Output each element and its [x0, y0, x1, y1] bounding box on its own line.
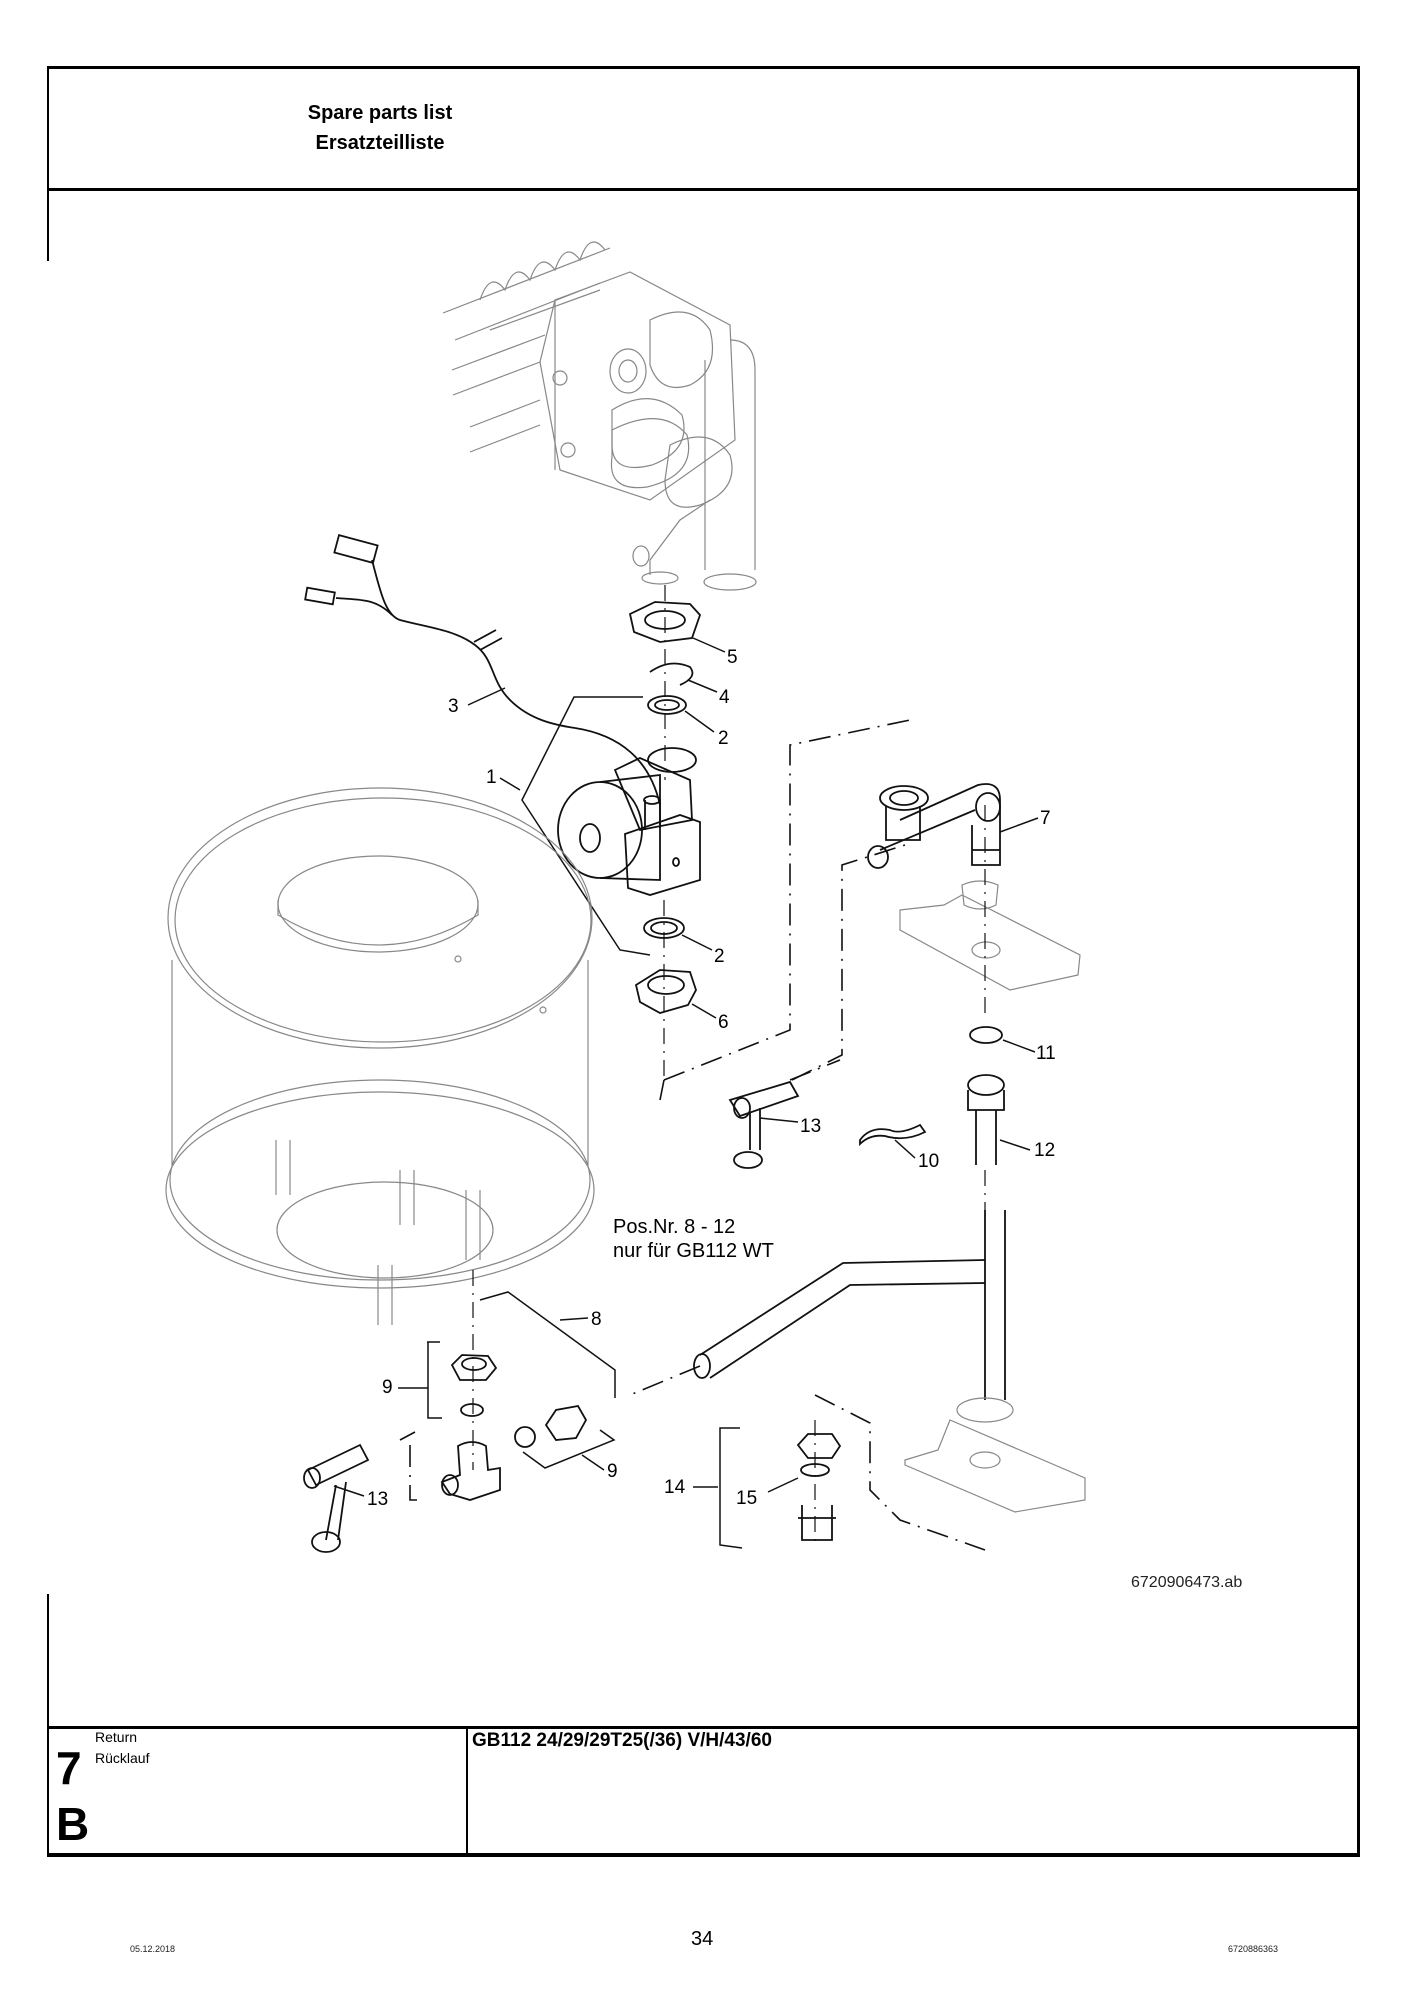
- section-label-english: Return: [95, 1729, 138, 1745]
- section-label-german: Rücklauf: [95, 1750, 150, 1766]
- assembly-outline-bottom: [789, 1059, 841, 1081]
- heat-exchanger-illustration: [442, 241, 757, 591]
- callout-9-left: 9: [382, 1377, 393, 1398]
- frame-right-border: [1357, 66, 1360, 1857]
- storage-tank-illustration: [165, 787, 595, 1325]
- header-title: Spare parts list Ersatzteilliste: [200, 98, 560, 158]
- callout-14: 14: [664, 1477, 686, 1498]
- callout-10: 10: [918, 1151, 940, 1172]
- callout-13-right: 13: [800, 1116, 822, 1137]
- callout-13-left: 13: [367, 1489, 389, 1510]
- header-divider: [47, 188, 1360, 191]
- connecting-pipe-illustration: [629, 1210, 1006, 1400]
- figure-id: 6720906473.ab: [1131, 1574, 1243, 1591]
- callout-2-top: 2: [718, 728, 729, 749]
- fitting-set-illustration: [719, 1394, 1086, 1551]
- assembly-outline-right: [659, 844, 906, 1101]
- callout-leaders: [333, 637, 1039, 1497]
- top-fittings-illustration: [628, 585, 702, 780]
- callout-4: 4: [719, 687, 730, 708]
- callout-11: 11: [1036, 1043, 1056, 1064]
- title-german: Ersatzteilliste: [315, 132, 445, 154]
- frame-bottom-border: [47, 1853, 1360, 1857]
- callout-12: 12: [1034, 1140, 1056, 1161]
- callout-9-right: 9: [607, 1461, 618, 1482]
- footer-divider: [47, 1726, 1360, 1729]
- section-letter: B: [56, 1798, 90, 1850]
- section-number: 7: [56, 1742, 82, 1794]
- frame-left-border-top: [47, 66, 49, 261]
- note-line-2: nur für GB112 WT: [613, 1240, 774, 1262]
- model-designation: GB112 24/29/29T25(/36) V/H/43/60: [472, 1730, 772, 1751]
- frame-left-border-bottom: [47, 1594, 49, 1857]
- page-number: 34: [691, 1928, 714, 1950]
- callout-8: 8: [591, 1309, 602, 1330]
- print-date: 05.12.2018: [130, 1944, 176, 1954]
- callout-5: 5: [727, 647, 738, 668]
- elbow-pipe-illustration: [867, 783, 1081, 1020]
- connection-set-illustration: [427, 1270, 616, 1501]
- footer-column-divider: [466, 1726, 468, 1856]
- title-english: Spare parts list: [307, 102, 453, 124]
- drain-cock-right-illustration: [728, 1080, 800, 1169]
- callout-6: 6: [718, 1012, 729, 1033]
- note-line-1: Pos.Nr. 8 - 12: [613, 1216, 736, 1238]
- callout-1-bracket: [521, 696, 651, 956]
- callout-3: 3: [448, 696, 459, 717]
- frame-top-border: [47, 66, 1360, 69]
- callout-7: 7: [1040, 808, 1051, 829]
- drain-cock-left-illustration: [303, 1431, 420, 1553]
- callout-1: 1: [486, 767, 497, 788]
- bottom-fittings-illustration: [634, 900, 697, 1080]
- document-number: 6720886363: [1228, 1944, 1279, 1954]
- assembly-outline-left: [663, 719, 911, 1081]
- applicability-note: Pos.Nr. 8 - 12 nur für GB112 WT: [613, 1215, 774, 1263]
- pump-cable-illustration: [304, 534, 661, 806]
- circulation-pump-illustration: [557, 757, 701, 896]
- callout-15: 15: [736, 1488, 758, 1509]
- callout-2-bottom: 2: [714, 946, 725, 967]
- return-pipe-illustration: [859, 1026, 1005, 1210]
